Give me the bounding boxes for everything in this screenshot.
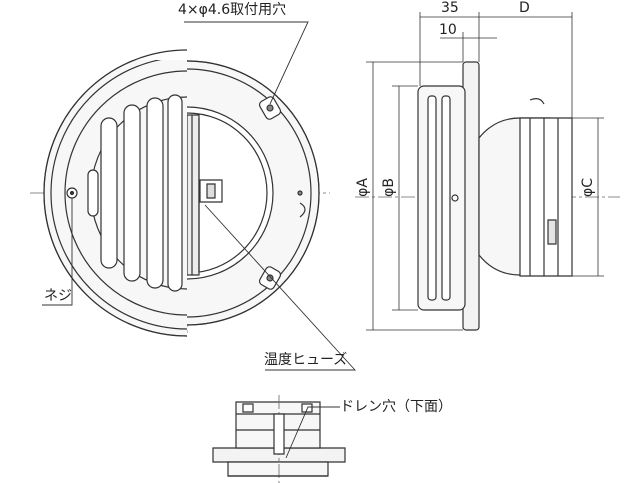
leaders-front: [42, 22, 355, 370]
dimension-phi-C: φC: [580, 178, 596, 198]
spigot: [520, 118, 572, 276]
leader-drain-hole: [286, 407, 340, 458]
bottom-view: [213, 395, 345, 483]
drain-hole-label: ドレン穴（下面）: [340, 399, 452, 415]
leader-thermal-fuse: [205, 205, 355, 370]
dimension-10: 10: [439, 22, 457, 38]
louver-slat: [168, 95, 182, 291]
louver-slat: [147, 98, 163, 288]
leader-mount-holes: [184, 22, 308, 104]
side-view: [355, 62, 620, 330]
screw-label: ネジ: [44, 288, 72, 304]
front-view: [30, 50, 330, 336]
dimension-35: 35: [441, 0, 459, 16]
drain-hole: [274, 414, 284, 454]
side-dimension-lines: [366, 12, 604, 330]
hood-half: [44, 60, 187, 336]
thermal-fuse-label: 温度ヒューズ: [264, 352, 348, 368]
leader-screw: [42, 198, 72, 305]
flange-half: [187, 61, 319, 325]
dimension-phi-A: φA: [355, 178, 371, 197]
mount-holes-label: 4×φ4.6取付用穴: [178, 2, 287, 18]
dimension-D: D: [519, 0, 530, 16]
louver-slat: [124, 105, 140, 281]
louver-slat: [101, 118, 117, 268]
dimension-phi-B: φB: [381, 178, 397, 197]
